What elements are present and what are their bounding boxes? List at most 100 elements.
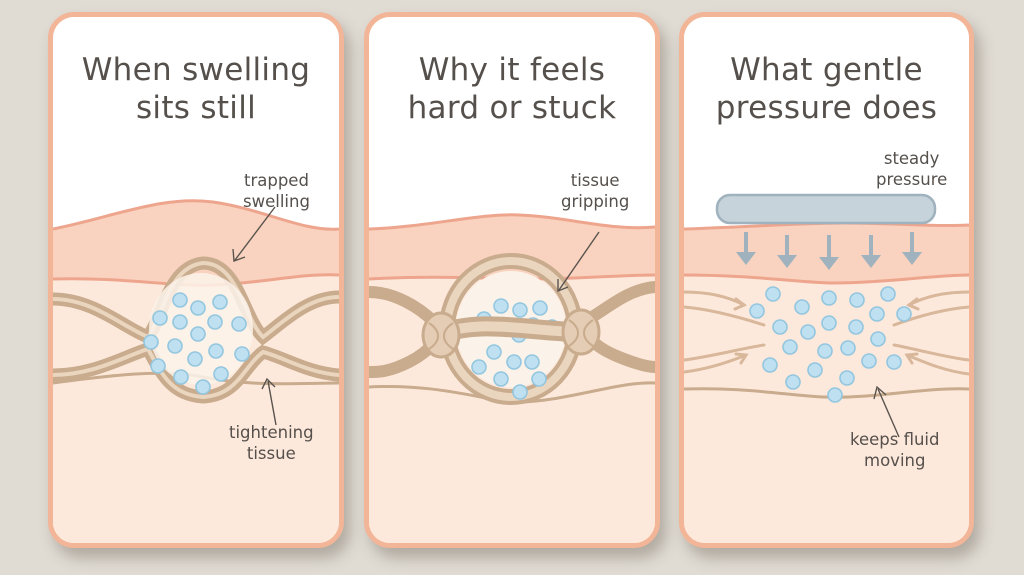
flow-arrows [684,290,969,376]
fluid-droplet [231,316,247,332]
down-arrow-icon [819,235,839,270]
down-arrow-icon [861,235,881,268]
label-tightening-tissue: tightening tissue [229,422,314,464]
fluid-droplet [172,292,188,308]
fluid-droplet [512,302,528,318]
fluid-droplets [749,286,912,403]
fluid-droplet [800,324,816,340]
panel-title: Why it feels hard or stuck [369,51,655,127]
fluid-droplet [870,331,886,347]
fluid-droplet [532,300,548,316]
fluid-droplet [150,358,166,374]
fluid-droplet [848,319,864,335]
fluid-droplet [749,303,765,319]
flow-arrow-icon [684,343,766,362]
pressure-pad [715,193,937,225]
fluid-droplet [785,374,801,390]
label-tissue-gripping: tissue gripping [561,170,629,212]
fluid-droplet [827,387,843,403]
pointer-arrow-gripping [557,231,600,293]
tissue-fiber-top [53,256,339,346]
flow-arrow-icon [684,305,766,327]
fluid-droplet [195,379,211,395]
tissue-knot-left [421,311,461,359]
fluid-droplet [143,334,159,350]
tissue-layer [684,275,969,543]
down-arrow-icon [902,232,922,265]
title-line: When swelling [81,52,311,88]
fluid-droplet [172,314,188,330]
fluid-droplet [782,339,798,355]
fluid-droplet [886,354,902,370]
fluid-droplet [861,353,877,369]
fluid-droplet [765,286,781,302]
fluid-droplet [807,362,823,378]
tissue-fiber-bottom [53,341,339,404]
fluid-droplet [173,369,189,385]
label-line: tissue [570,171,620,190]
label-steady-pressure: steady pressure [876,148,947,190]
flow-arrow-icon [892,305,969,327]
tissue-layer [53,274,339,543]
label-line: pressure [876,170,948,189]
fluid-droplet [471,359,487,375]
fluid-droplet [493,298,509,314]
illustration-tissue-gripping [369,17,655,543]
fluid-droplet [152,310,168,326]
pointer-arrow-tightening [261,377,277,426]
fluid-droplet [208,343,224,359]
fluid-droplet [531,371,547,387]
panel-title: When swelling sits still [53,51,339,127]
title-line: hard or stuck [407,90,617,126]
pressure-arrows [736,232,922,270]
fluid-droplet [167,338,183,354]
label-line: keeps fluid [850,430,940,449]
fluid-droplet [869,306,885,322]
fluid-droplet [213,366,229,382]
fluid-droplet [207,314,223,330]
label-line: moving [864,451,926,470]
pointer-arrow-fluid-moving [873,385,900,438]
fluid-droplet [212,294,228,310]
title-line: sits still [135,90,257,126]
label-keeps-fluid-moving: keeps fluid moving [850,429,940,471]
title-line: What gentle [730,52,923,88]
illustration-steady-pressure [684,17,969,543]
fluid-droplet [234,346,250,362]
label-trapped-swelling: trapped swelling [243,170,310,212]
fluid-droplet [849,292,865,308]
fluid-droplet [839,370,855,386]
fluid-droplets [143,292,250,395]
fluid-droplet [840,340,856,356]
lower-tissue-line [684,387,969,399]
flow-arrow-icon [684,353,748,374]
tissue-knot-right [561,308,601,356]
panel-feels-hard-or-stuck: Why it feels hard or stuck tissue grippi… [364,12,660,548]
fluid-droplet [896,306,912,322]
label-line: trapped [244,171,309,190]
fluid-droplet [817,343,833,359]
fluid-droplet [187,351,203,367]
fluid-droplet [762,357,778,373]
illustration-trapped-swelling [53,17,339,543]
title-line: pressure does [715,90,938,126]
fluid-droplet [772,319,788,335]
panel-swelling-sits-still: When swelling sits still trapped swellin… [48,12,344,548]
flow-arrow-icon [892,343,969,362]
fluid-droplet [493,371,509,387]
fluid-droplet [486,344,502,360]
fluid-droplet [880,286,896,302]
down-arrow-icon [736,232,756,265]
panel-title: What gentle pressure does [684,51,969,127]
label-line: swelling [243,192,310,211]
fluid-droplet [821,290,837,306]
label-line: steady [883,149,940,168]
fluid-droplet [190,326,206,342]
fluid-droplet [821,315,837,331]
down-arrow-icon [777,235,797,268]
fluid-droplet [506,354,522,370]
fluid-droplet [512,384,528,400]
fluid-droplet [794,299,810,315]
label-line: gripping [561,192,630,211]
flow-arrow-icon [905,353,969,376]
